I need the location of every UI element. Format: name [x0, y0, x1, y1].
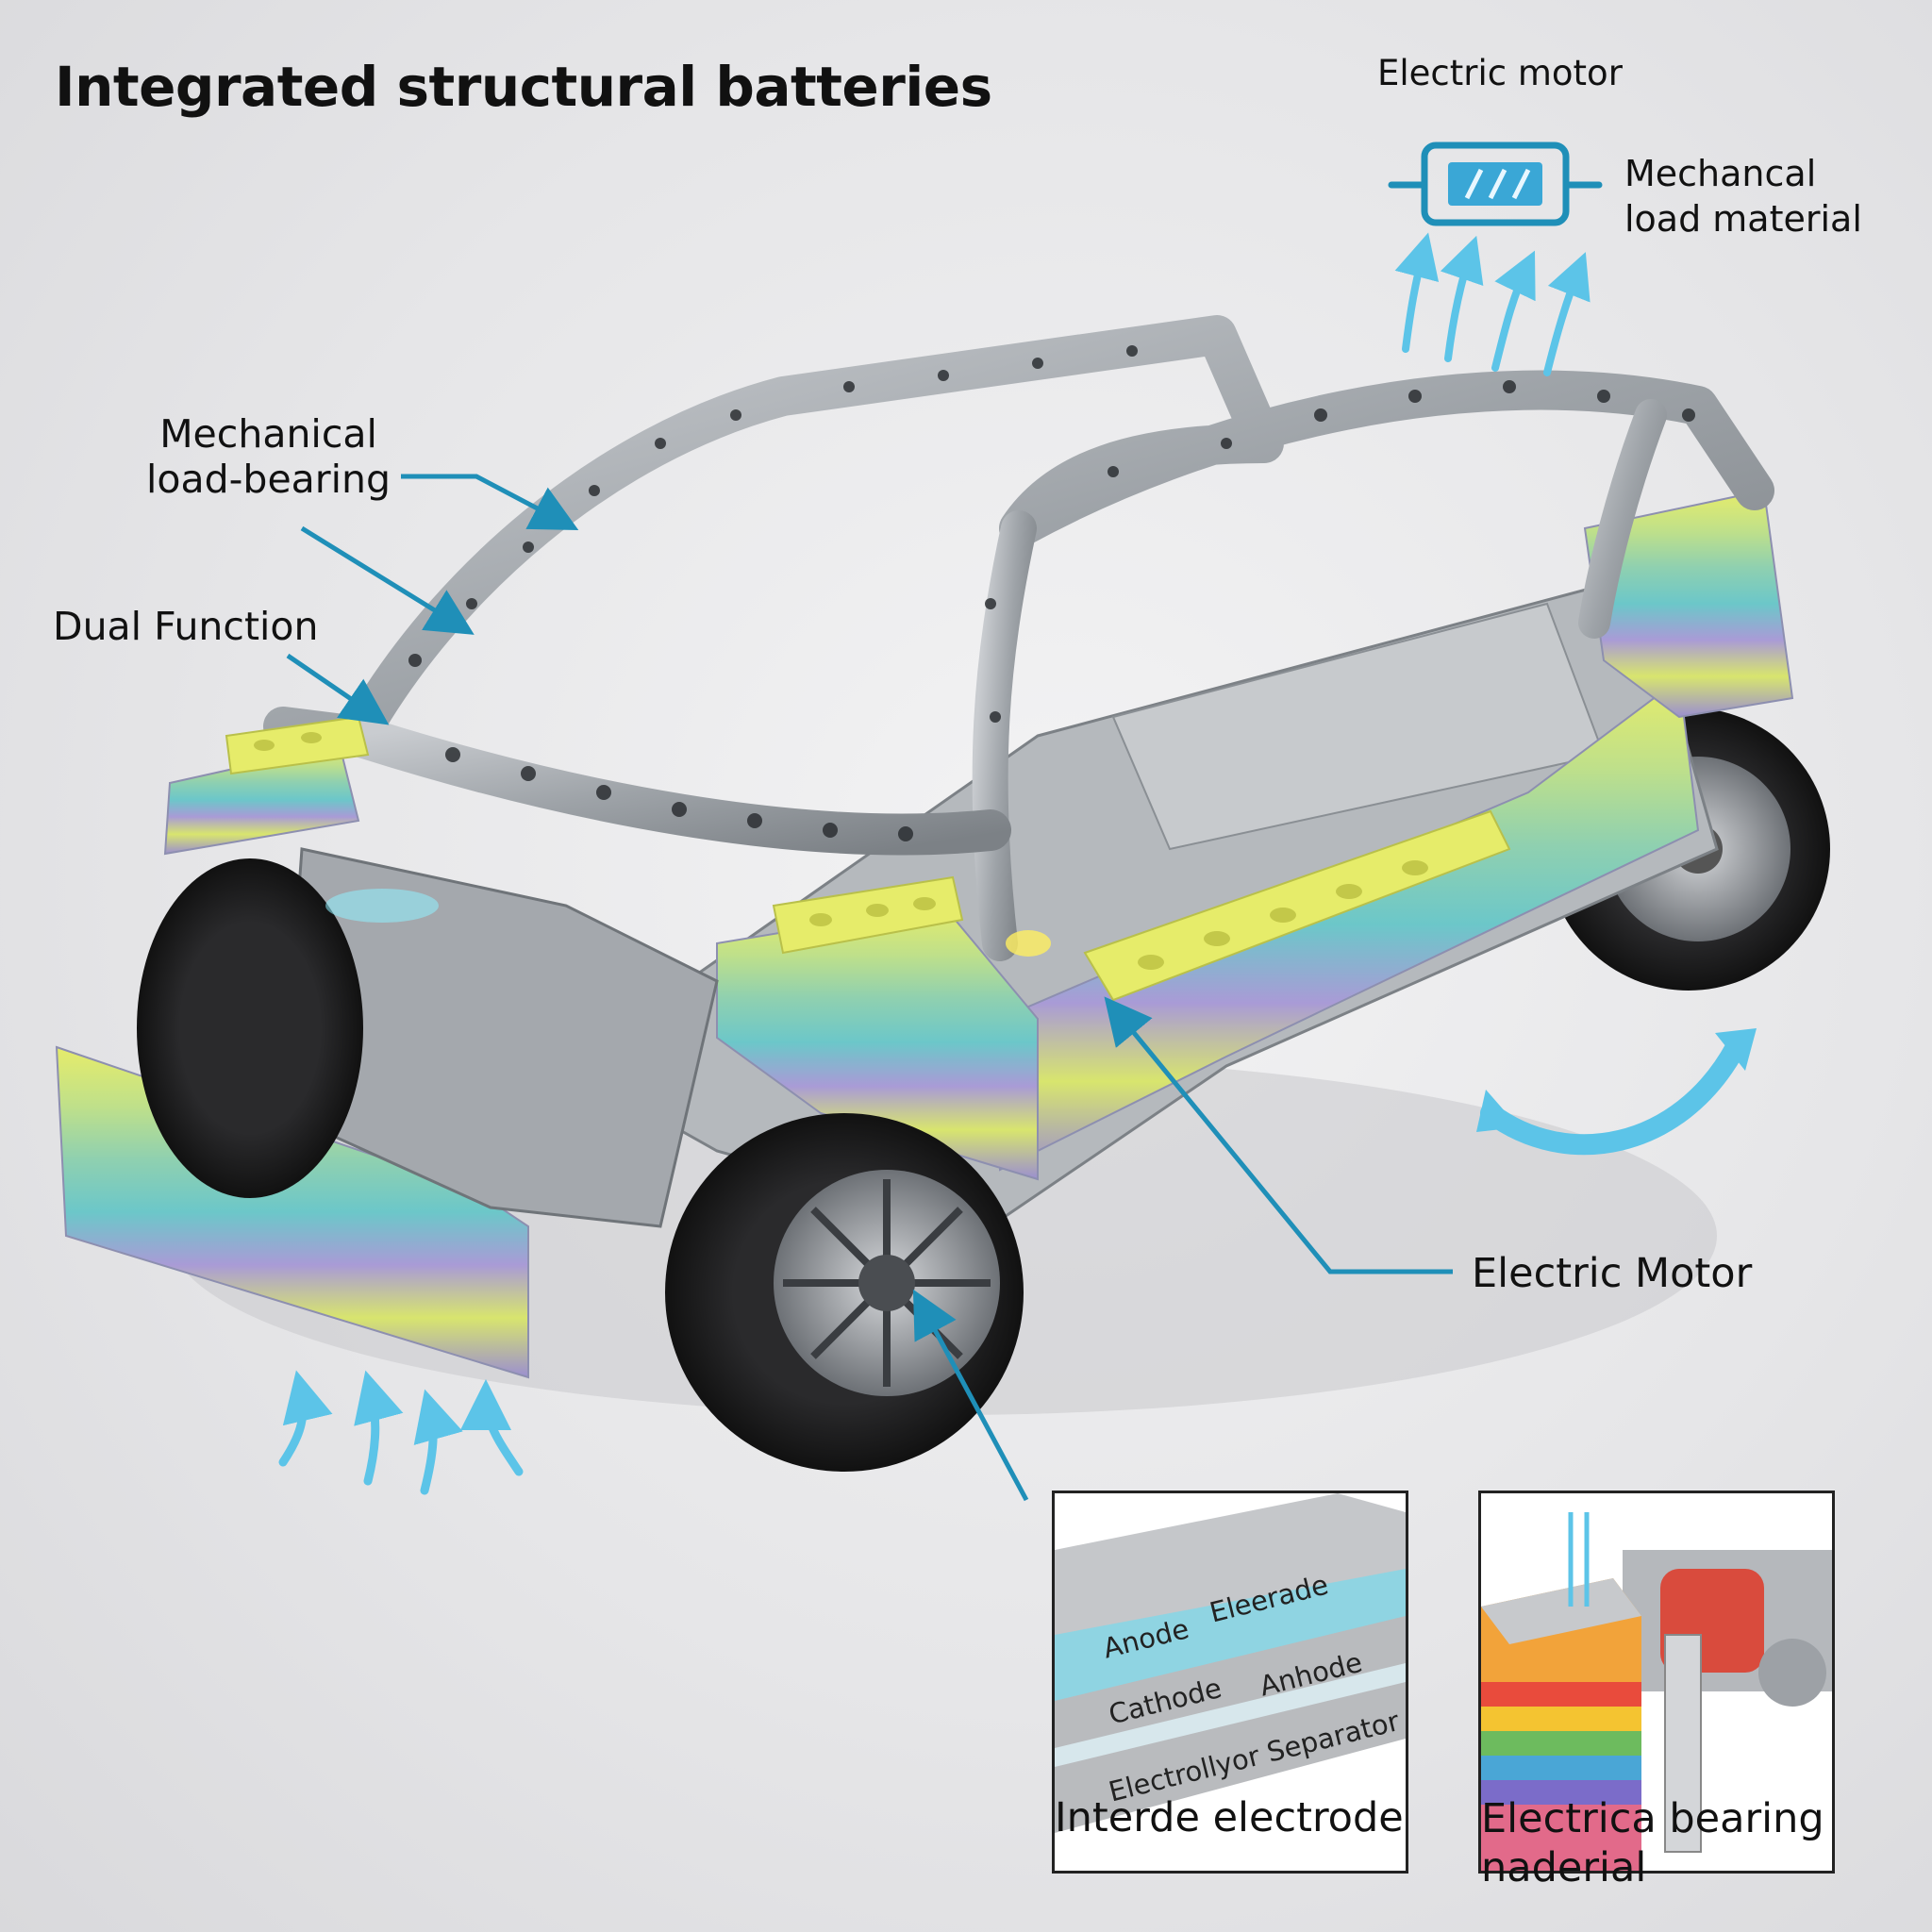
inset-bearing-material [1478, 1491, 1835, 1874]
callout-lines [286, 474, 1453, 1502]
caption-line-1: Electrica bearing [1481, 1795, 1824, 1842]
airflow-arrows-bottom [278, 1370, 524, 1495]
label-line-1: Mechancal [1624, 153, 1817, 194]
inset-1-caption: Interde electrode [1055, 1794, 1404, 1841]
inset-2-caption: Electrica bearing naderial [1481, 1794, 1824, 1892]
label-mechanical-load-material: Mechancal load material [1624, 151, 1862, 242]
label-mechanical-load-bearing: Mechanical load-bearing [146, 411, 391, 502]
caption-line-2: naderial [1481, 1844, 1647, 1891]
label-line-2: load-bearing [146, 457, 391, 502]
page-title: Integrated structural batteries [55, 55, 992, 119]
bearing-block-illustration [1481, 1512, 1832, 1871]
front-left-wheel [137, 858, 363, 1198]
front-right-wheel [665, 1113, 1024, 1472]
label-line-2: load material [1624, 198, 1862, 240]
label-electric-motor: Electric Motor [1472, 1250, 1753, 1297]
airflow-arrows-top [1394, 232, 1591, 376]
electrode-stack-illustration [1055, 1493, 1406, 1833]
inset-electrode-layers: Anode Eleerade Cathode Anhode Electrolly… [1052, 1491, 1408, 1874]
rotation-arrow [1480, 1037, 1746, 1156]
electric-motor-icon [1388, 142, 1603, 226]
label-line-1: Mechanical [159, 411, 377, 457]
label-electric-motor-top: Electric motor [1377, 53, 1623, 93]
label-dual-function: Dual Function [53, 604, 319, 649]
